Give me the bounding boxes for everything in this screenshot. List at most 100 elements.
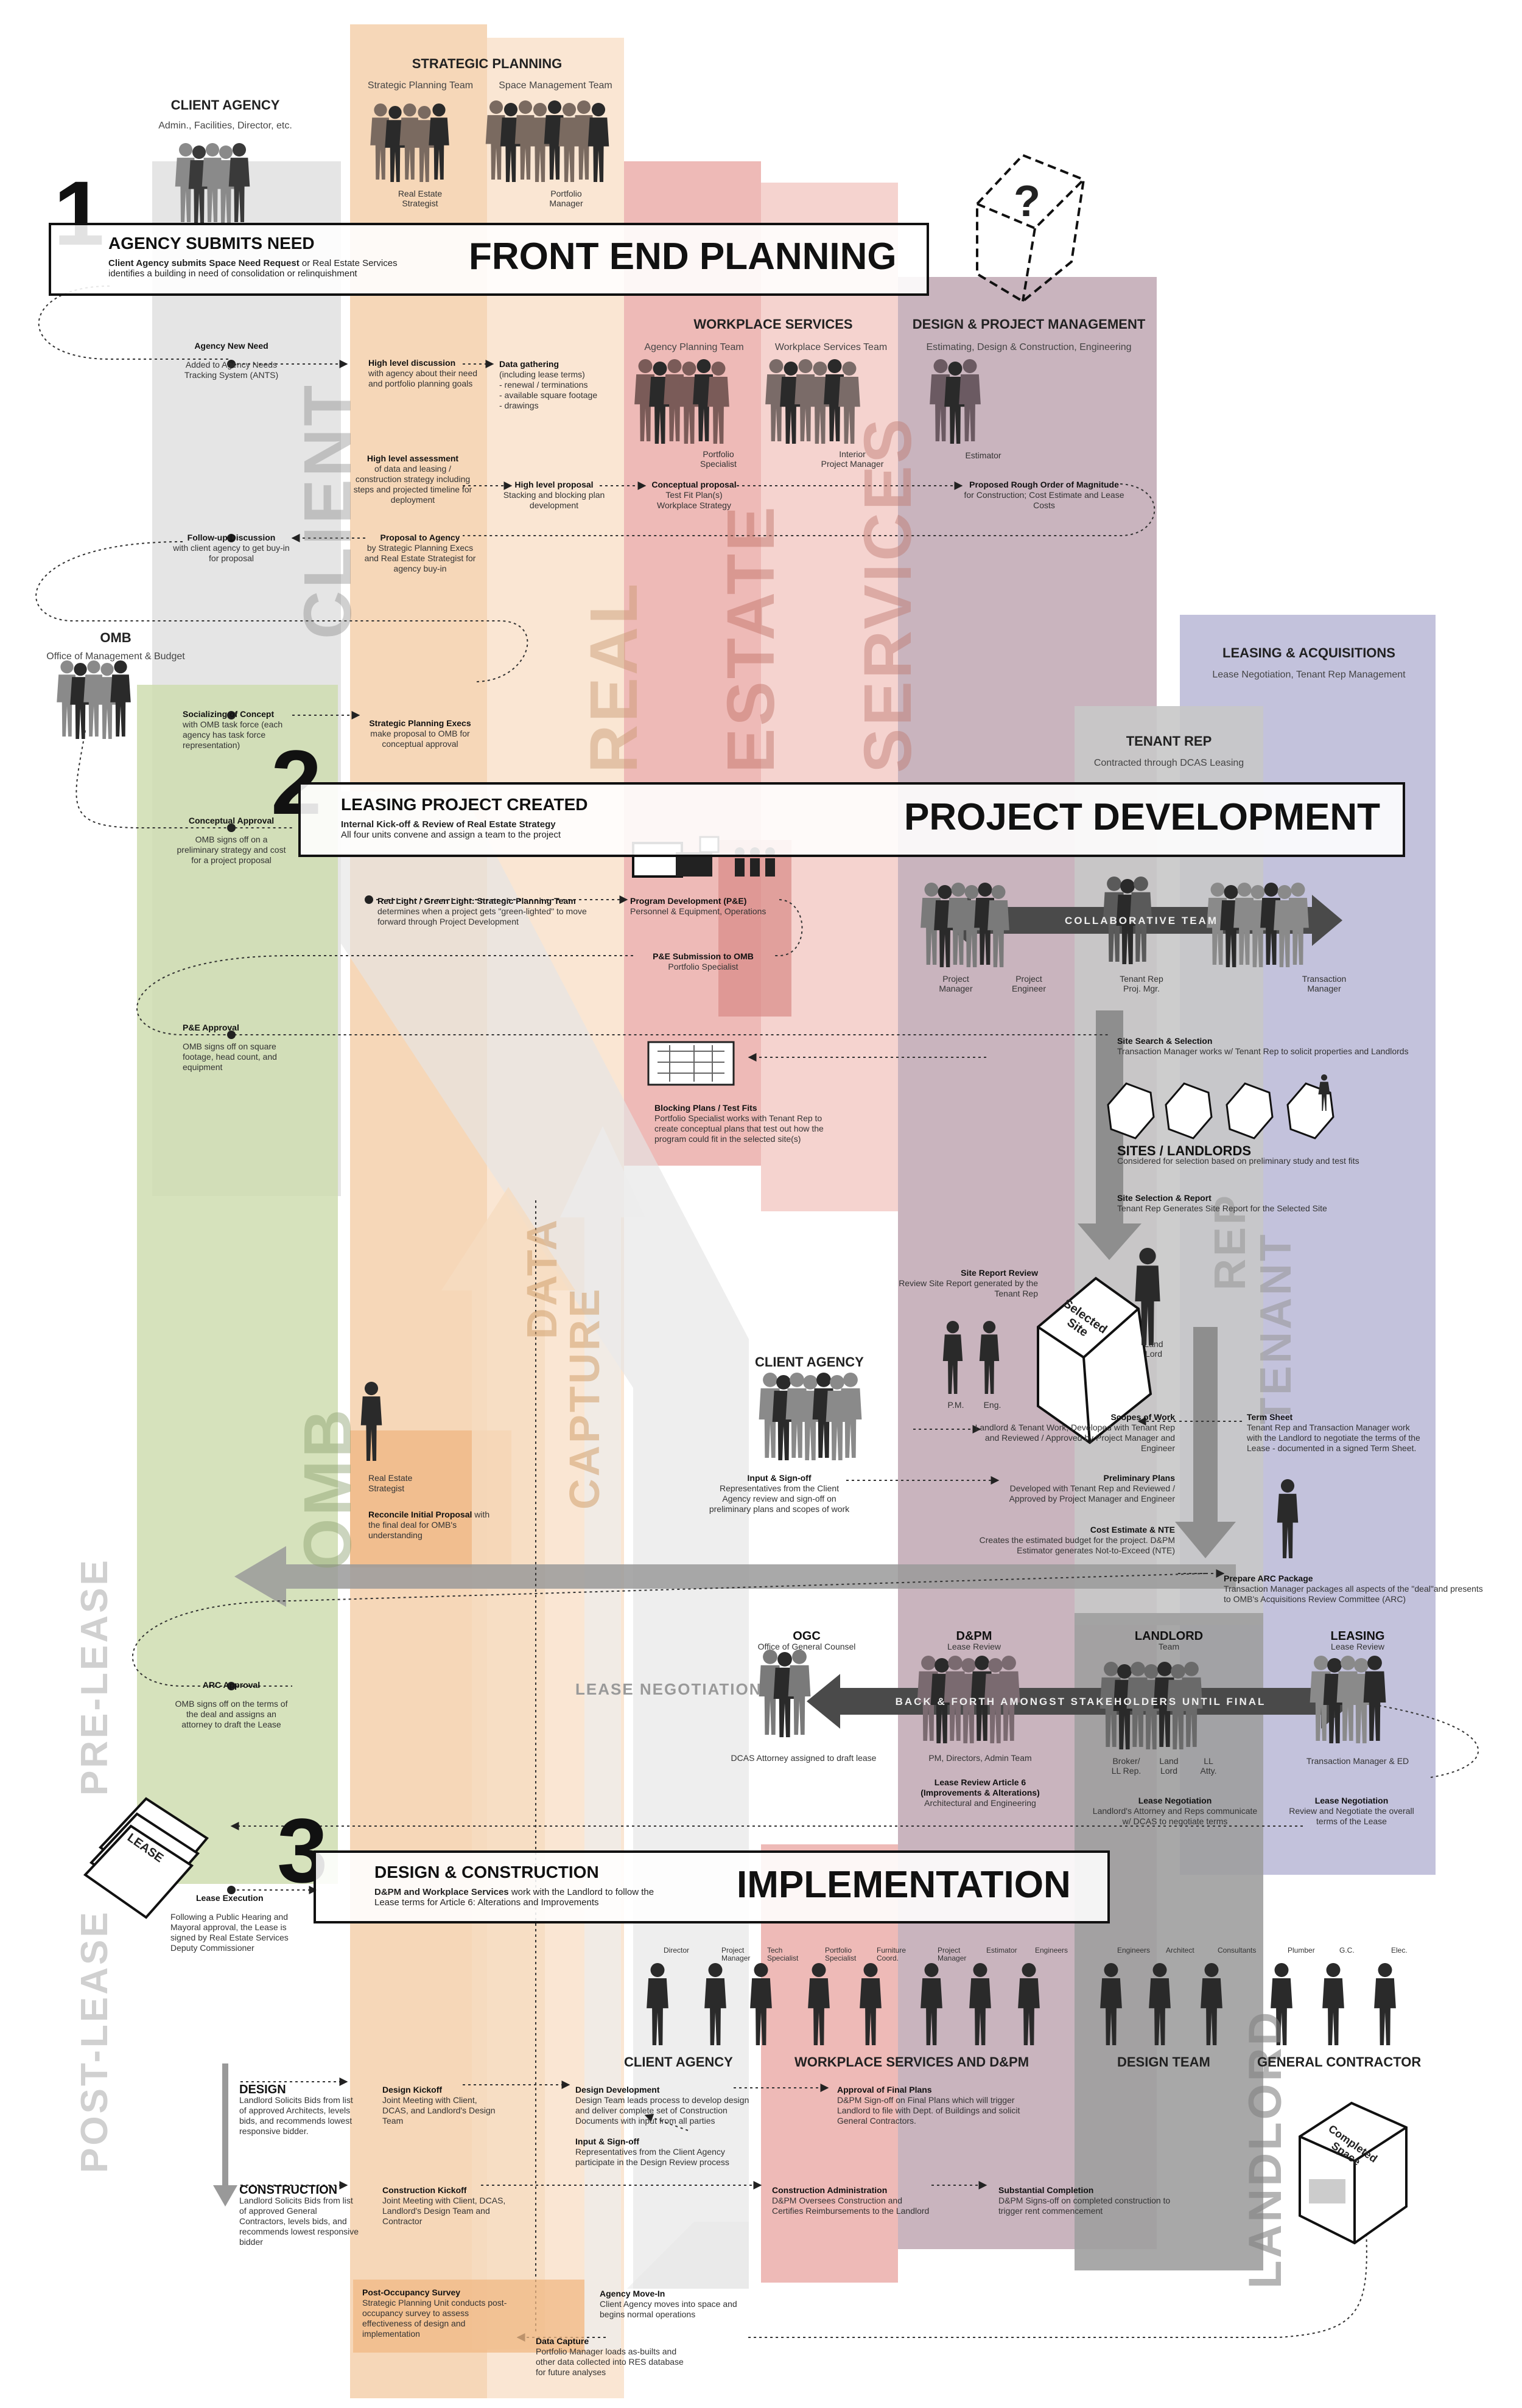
person-silhouette <box>1287 883 1309 965</box>
impl-role-label: Portfolio Specialist <box>825 1946 857 1962</box>
impl-group-gc: GENERAL CONTRACTOR <box>1257 2054 1422 2070</box>
design-arrow-head <box>213 2185 237 2207</box>
person-silhouette <box>997 1656 1020 1741</box>
phase-1-heading: AGENCY SUBMITS NEED <box>108 234 315 253</box>
data-capture-arrow-2 <box>560 1126 645 2350</box>
workplace-team1: Agency Planning Team <box>644 342 744 352</box>
note-program-dev: Program Development (P&E)Personnel & Equ… <box>630 896 766 916</box>
people-silhouettes <box>57 100 1396 2045</box>
person-silhouette <box>1129 877 1152 962</box>
label-tenant-rep: Tenant Rep Proj. Mgr. <box>1120 974 1163 993</box>
impl-role-label: Project Manager <box>721 1946 751 1962</box>
label-pm: P.M. <box>947 1400 964 1410</box>
label-eng: Eng. <box>983 1400 1001 1410</box>
vlabel-services: SERVICES <box>850 416 925 773</box>
strategic-team2: Space Management Team <box>499 80 612 91</box>
vlabel-pre-lease: PRE-LEASE <box>74 1558 116 1796</box>
phase-2-sub-bold: Internal Kick-off & Review of Real Estat… <box>341 819 556 830</box>
workplace-team2: Workplace Services Team <box>774 342 888 352</box>
phase-2-heading: LEASING PROJECT CREATED <box>341 795 588 814</box>
impl-group-client-agency: CLIENT AGENCY <box>624 2054 733 2070</box>
dpm-label: DESIGN & PROJECT MANAGEMENT <box>912 317 1146 332</box>
impl-role-label: Director <box>664 1946 690 1955</box>
label-ll-atty: LL Atty. <box>1200 1756 1217 1776</box>
vlabel-post-lease: POST-LEASE <box>74 1909 116 2173</box>
dpm-sub: Estimating, Design & Construction, Engin… <box>926 342 1132 352</box>
strategic-planning-label: STRATEGIC PLANNING <box>412 56 563 71</box>
person-impl-4 <box>860 1963 882 2045</box>
label-broker: Broker/ LL Rep. <box>1111 1756 1142 1776</box>
post-occupancy-box <box>353 2280 584 2353</box>
person-impl-7 <box>1018 1963 1040 2045</box>
phase-2-sub-rest: All four units convene and assign a team… <box>341 830 561 840</box>
phase-2-title: PROJECT DEVELOPMENT <box>904 796 1380 838</box>
strategic-role2: Portfolio Manager <box>549 189 583 208</box>
note-data-gathering: Data gathering(including lease terms) - … <box>499 359 598 410</box>
phase-3-sub-bold: D&PM and Workplace Services <box>374 1887 509 1897</box>
impl-group-design-team: DESIGN TEAM <box>1117 2054 1210 2070</box>
leasing-acquisitions-sub: Lease Negotiation, Tenant Rep Management <box>1212 670 1406 680</box>
collab-arrow-right <box>1312 895 1342 946</box>
impl-role-label: Project Manager <box>938 1946 967 1962</box>
bf-arrow-left <box>807 1674 840 1729</box>
label-project-engineer: Project Engineer <box>1011 974 1047 993</box>
strategic-team1: Strategic Planning Team <box>367 80 474 91</box>
person-impl-0 <box>647 1963 668 2045</box>
lease-negotiation-label: LEASE NEGOTIATION <box>575 1680 762 1698</box>
phase-3-sub-rest: work with the Landlord to follow the Lea… <box>374 1887 654 1908</box>
note-leasing-people: Transaction Manager & ED <box>1306 1756 1409 1766</box>
impl-group-workplace: WORKPLACE SERVICES AND D&PM <box>794 2054 1029 2070</box>
client-agency-2-label: CLIENT AGENCY <box>755 1354 864 1370</box>
impl-role-label: Architect <box>1166 1946 1194 1955</box>
diagonal-band-2 <box>627 2222 749 2289</box>
blocking-plan-image <box>647 1041 735 1086</box>
person-silhouette <box>959 359 981 441</box>
phase-1-title: FRONT END PLANNING <box>469 236 897 278</box>
impl-role-label: Engineers <box>1117 1946 1151 1955</box>
phase-3-subtext: D&PM and Workplace Services work with th… <box>374 1887 679 1908</box>
vlabel-estate: ESTATE <box>714 504 788 773</box>
person-silhouette <box>370 103 391 180</box>
impl-role-label: Consultants <box>1218 1946 1257 1955</box>
person-silhouette <box>1180 1662 1203 1747</box>
workplace-role1: Portfolio Specialist <box>700 449 737 469</box>
phase-3-heading: DESIGN & CONSTRUCTION <box>374 1863 599 1881</box>
note-dpm-people: PM, Directors, Admin Team <box>928 1753 1032 1763</box>
question-mark: ? <box>1014 177 1040 226</box>
vlabel-client: CLIENT <box>290 382 365 639</box>
note-res-label: Real Estate Strategist <box>368 1473 413 1493</box>
phase-1-sub-rest: or Real Estate Services identifies a bui… <box>108 258 398 279</box>
person-impl-13 <box>1374 1963 1396 2045</box>
note-reconcile: Reconcile Initial Proposal with the fina… <box>368 1510 490 1540</box>
leasing-acquisitions-label: LEASING & ACQUISITIONS <box>1222 645 1395 660</box>
label-transaction-manager: Transaction Manager <box>1302 974 1347 993</box>
note-red-light: Red Light / Green Light: Strategic Plann… <box>377 896 587 926</box>
person-site <box>1318 1074 1330 1111</box>
back-forth-label: BACK & FORTH AMONGST STAKEHOLDERS UNTIL … <box>895 1696 1266 1707</box>
impl-role-label: Elec. <box>1391 1946 1408 1955</box>
workplace-services-label: WORKPLACE SERVICES <box>693 317 853 332</box>
person-impl-6 <box>969 1963 991 2045</box>
